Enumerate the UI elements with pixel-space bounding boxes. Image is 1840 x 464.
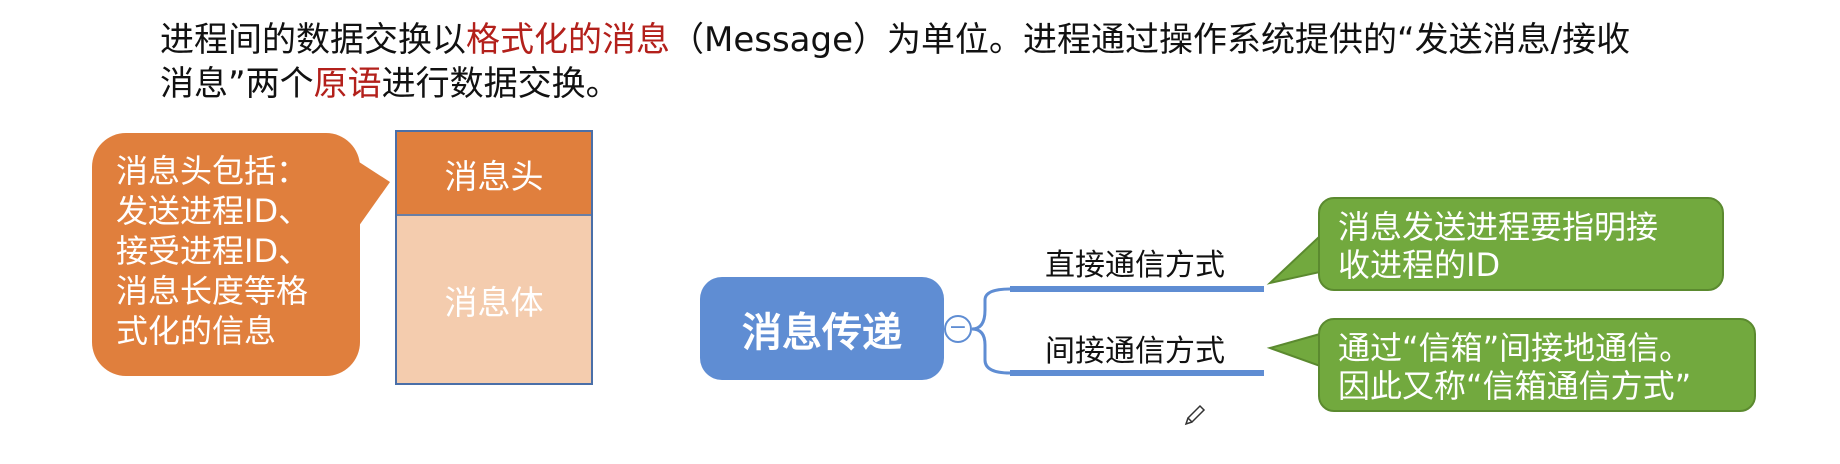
- message-divider: [397, 214, 591, 216]
- note-line: 因此又称“信箱通信方式”: [1338, 367, 1692, 405]
- note-line: 收进程的ID: [1338, 246, 1501, 284]
- green-callout-pointer-2: [1266, 332, 1321, 368]
- note-line: 通过“信箱”间接地通信。: [1338, 329, 1692, 367]
- callout-line: 发送进程ID、: [116, 192, 311, 230]
- branch-connector-lower: [971, 327, 1011, 375]
- message-structure-frame: [395, 130, 593, 385]
- intro-text: （Message）为单位。进程通过操作系统提供的“发送消息/接收: [670, 20, 1631, 60]
- branch-underline-indirect: [1010, 370, 1264, 376]
- message-header-callout: 消息头包括： 发送进程ID、 接受进程ID、 消息长度等格 式化的信息: [92, 133, 360, 376]
- indirect-communication-note: 通过“信箱”间接地通信。 因此又称“信箱通信方式”: [1318, 318, 1756, 412]
- intro-highlight-primitive: 原语: [313, 64, 382, 104]
- intro-paragraph: 进程间的数据交换以格式化的消息（Message）为单位。进程通过操作系统提供的“…: [160, 18, 1720, 106]
- intro-text: 消息”两个: [160, 64, 314, 104]
- pencil-cursor-icon: [1184, 404, 1206, 426]
- intro-text: 进行数据交换。: [381, 64, 620, 104]
- green-callout-pointer-1: [1266, 233, 1321, 285]
- branch-indirect-communication[interactable]: 间接通信方式: [1045, 334, 1225, 369]
- intro-line-2: 消息”两个原语进行数据交换。: [160, 62, 1720, 106]
- branch-connector-upper: [971, 287, 1011, 331]
- note-line: 消息发送进程要指明接: [1338, 208, 1659, 246]
- mindmap-central-node[interactable]: 消息传递: [700, 277, 944, 380]
- direct-communication-note: 消息发送进程要指明接 收进程的ID: [1318, 197, 1724, 291]
- message-header-block: 消息头: [397, 132, 591, 215]
- callout-line: 接受进程ID、: [116, 232, 311, 270]
- orange-callout-pointer: [356, 160, 390, 230]
- branch-direct-communication[interactable]: 直接通信方式: [1045, 248, 1225, 283]
- collapse-toggle-icon[interactable]: −: [944, 315, 972, 343]
- intro-highlight-formatted-message: 格式化的消息: [466, 20, 670, 60]
- message-body-block: 消息体: [397, 216, 591, 383]
- callout-line: 消息头包括：: [116, 152, 309, 190]
- branch-underline-direct: [1010, 286, 1264, 292]
- callout-line: 消息长度等格: [116, 272, 309, 310]
- intro-line-1: 进程间的数据交换以格式化的消息（Message）为单位。进程通过操作系统提供的“…: [160, 18, 1720, 62]
- intro-text: 进程间的数据交换以: [160, 20, 466, 60]
- callout-line: 式化的信息: [116, 312, 277, 350]
